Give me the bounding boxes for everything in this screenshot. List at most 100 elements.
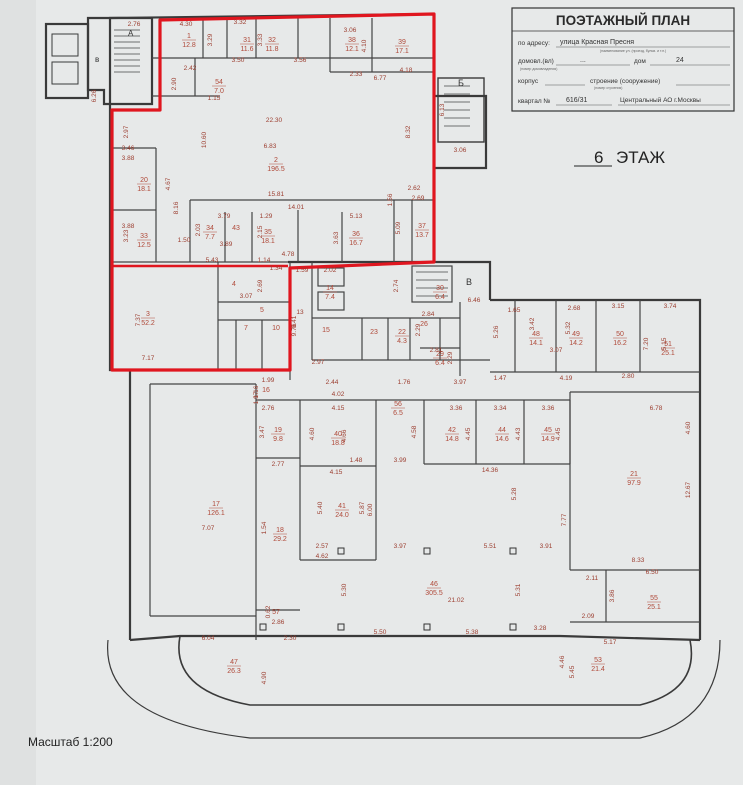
- dimension-label: 7.37: [135, 313, 142, 326]
- dimension-label: 5.26: [493, 325, 500, 338]
- floor-number: 6: [594, 148, 603, 167]
- dimension-label: 2.29: [415, 323, 422, 336]
- room-number: 35: [264, 229, 272, 236]
- dom-value: 24: [676, 57, 684, 64]
- dimension-label: 8.16: [173, 201, 180, 214]
- room-number: 23: [370, 329, 378, 336]
- stair-b-label: Б: [458, 78, 464, 88]
- room-number: 53: [594, 657, 602, 664]
- dimension-label: 2.86: [272, 619, 285, 626]
- dimension-label: 2.81: [430, 347, 443, 354]
- room-area: 6.4: [435, 294, 445, 301]
- room-area: 18.1: [137, 186, 151, 193]
- house-label: домовл.(вл): [518, 58, 554, 65]
- room-number: 38: [348, 37, 356, 44]
- dimension-label: 6.83: [264, 143, 277, 150]
- room-number: 29: [436, 351, 444, 358]
- dimension-label: 5.13: [350, 213, 363, 220]
- room-area: 52.2: [141, 320, 155, 327]
- room-area: 14.6: [495, 436, 509, 443]
- dimension-label: 5.38: [466, 629, 479, 636]
- room-area: 11.8: [265, 46, 278, 53]
- room-area: 17.1: [395, 48, 409, 55]
- dimension-label: 2.29: [447, 351, 454, 364]
- room-area: 16.7: [349, 240, 363, 247]
- room-area: 9.8: [273, 436, 283, 443]
- dimension-label: 8.33: [632, 557, 645, 564]
- room-number: 31: [243, 37, 251, 44]
- dimension-label: 5.28: [511, 487, 518, 500]
- dimension-label: 6.04: [202, 635, 215, 642]
- room-number: 57: [272, 609, 280, 616]
- dimension-label: 3.34: [494, 405, 507, 412]
- room-number: 43: [232, 225, 240, 232]
- dimension-label: 4.60: [309, 427, 316, 440]
- dimension-label: 3.86: [609, 589, 616, 602]
- dimension-label: 3.42: [529, 317, 536, 330]
- dimension-label: 14.01: [288, 204, 305, 211]
- dimension-label: 2.76: [128, 21, 141, 28]
- dimension-label: 1.29: [260, 213, 273, 220]
- dimension-label: 4.46: [559, 655, 566, 668]
- dimension-label: 4.02: [332, 391, 345, 398]
- house-note: (номер домовладения): [520, 67, 557, 71]
- dimension-label: 1.48: [350, 457, 363, 464]
- block-label: квартал №: [518, 98, 550, 105]
- room-area: 7.4: [325, 294, 335, 301]
- dimension-label: 1.97: [253, 391, 260, 404]
- room-number: 40: [334, 431, 342, 438]
- room-area: 97.9: [627, 480, 641, 487]
- walls: [44, 12, 721, 739]
- room-area: 4.3: [397, 338, 407, 345]
- room-area: 18.8: [331, 440, 345, 447]
- room-number: 41: [338, 503, 346, 510]
- dimension-label: 4.45: [465, 427, 472, 440]
- floor-text: ЭТАЖ: [616, 148, 665, 167]
- room-area: 126.1: [207, 510, 225, 517]
- dimension-label: 5.31: [515, 583, 522, 596]
- dimension-label: 2.97: [123, 125, 130, 138]
- room-number: 2: [274, 157, 278, 164]
- room-area: 26.3: [227, 668, 241, 675]
- dimension-label: 2.69: [257, 279, 264, 292]
- dimension-label: 3.56: [294, 57, 307, 64]
- room-area: 6.5: [393, 410, 403, 417]
- dimension-label: 5.32: [565, 321, 572, 334]
- address-label: по адресу:: [518, 40, 550, 47]
- dimension-label: 13: [296, 309, 304, 316]
- dimension-label: 3.89: [220, 241, 233, 248]
- leased-area-outline: [110, 12, 436, 372]
- dimension-label: 5.40: [317, 501, 324, 514]
- dimension-label: 4.62: [316, 553, 329, 560]
- dimension-label: 3.97: [394, 543, 407, 550]
- dimension-label: 7.17: [142, 355, 155, 362]
- dimension-label: 3.29: [207, 33, 214, 46]
- address-note: (наименование ул. (проезд, бульв. и т.п.…: [600, 49, 666, 53]
- block-value: 616/31: [566, 97, 588, 104]
- room-number: 33: [140, 233, 148, 240]
- partitions: [110, 18, 700, 640]
- dimension-label: 4.90: [261, 671, 268, 684]
- dimension-label: 3.88: [122, 223, 135, 230]
- room-area: 12.8: [182, 42, 196, 49]
- dimension-label: 3.15: [612, 303, 625, 310]
- dimension-label: 22.30: [266, 117, 283, 124]
- dimension-label: 7.07: [202, 525, 215, 532]
- dimension-label: 1.54: [261, 521, 268, 534]
- dimension-label: 2.77: [272, 461, 285, 468]
- dimension-label: 6.50: [646, 569, 659, 576]
- room-area: 25.1: [661, 350, 675, 357]
- room-number: 10: [272, 325, 280, 332]
- dimension-label: 3.06: [454, 147, 467, 154]
- dimension-label: 1.34: [270, 265, 283, 272]
- room-labels: 112.83111.63211.83812.13917.1547.02196.5…: [137, 33, 675, 675]
- room-number: 51: [664, 341, 672, 348]
- dimension-label: 3.50: [232, 57, 245, 64]
- dimension-label: 10.60: [201, 131, 208, 148]
- dimension-label: 2.74: [393, 279, 400, 292]
- dimension-label: 4.15: [330, 469, 343, 476]
- dimension-label: 3.36: [542, 405, 555, 412]
- room-number: 56: [394, 401, 402, 408]
- dimension-label: 0.41: [291, 315, 298, 328]
- room-area: 6.4: [435, 360, 445, 367]
